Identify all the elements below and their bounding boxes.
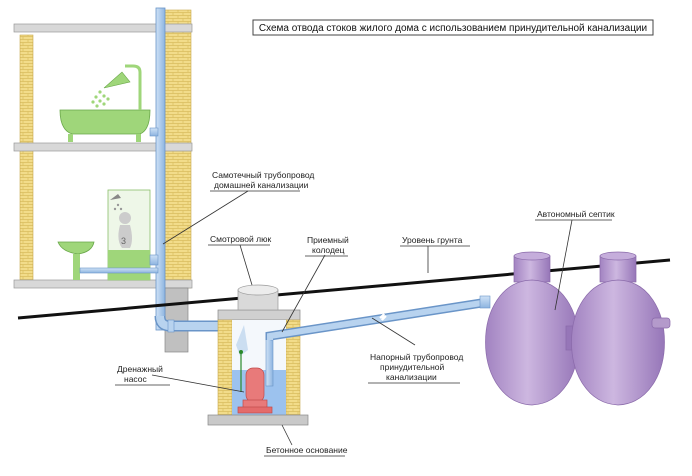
internal-pipes bbox=[79, 7, 166, 331]
label-drain-pump-line2: насос bbox=[124, 374, 147, 384]
label-ground-level: Уровень грунта bbox=[400, 235, 470, 247]
concrete-base bbox=[207, 414, 309, 426]
label-septic-text: Автономный септик bbox=[537, 209, 615, 219]
label-ground-level-text: Уровень грунта bbox=[402, 235, 463, 245]
septic-tank-left bbox=[485, 251, 579, 406]
diagram-title: Схема отвода стоков жилого дома с исполь… bbox=[252, 19, 654, 36]
floor-slab-lower bbox=[13, 279, 193, 289]
septic-tank-icon bbox=[485, 251, 671, 406]
label-gravity-pipe-line2: домашней канализации bbox=[214, 180, 309, 190]
leader-lines bbox=[151, 190, 573, 446]
svg-text:домашней канализации: домашней канализации bbox=[214, 180, 309, 190]
shower-cabin-icon: 3 bbox=[107, 189, 151, 281]
label-pressure-pipe-line3: канализации bbox=[386, 372, 437, 382]
label-pressure-pipe: Напорный трубопровод принудительной кана… bbox=[368, 352, 463, 384]
washbasin-icon bbox=[57, 241, 95, 280]
label-pressure-pipe-line2: принудительной bbox=[380, 362, 445, 372]
label-inspection-hatch: Смотровой люк bbox=[208, 234, 271, 246]
leader-pressure-pipe bbox=[371, 317, 416, 346]
label-receiving-well-line1: Приемный bbox=[307, 235, 349, 245]
pressure-pipe bbox=[265, 295, 491, 341]
septic-tank-right bbox=[571, 251, 671, 406]
left-brick-wall bbox=[19, 34, 34, 286]
label-drain-pump: Дренажный насос bbox=[115, 364, 170, 386]
vertical-riser-pipe bbox=[155, 7, 166, 331]
leader-base bbox=[281, 424, 293, 446]
label-inspection-hatch-text: Смотровой люк bbox=[210, 234, 271, 244]
drain-pump-icon bbox=[237, 335, 274, 414]
svg-text:3: 3 bbox=[121, 236, 126, 246]
label-septic: Автономный септик bbox=[535, 209, 615, 221]
label-receiving-well-line2: колодец bbox=[312, 245, 345, 255]
label-drain-pump-line1: Дренажный bbox=[117, 364, 163, 374]
label-concrete-base-text: Бетонное основание bbox=[266, 445, 348, 455]
leader-septic bbox=[554, 219, 573, 311]
title-text: Схема отвода стоков жилого дома с исполь… bbox=[259, 23, 647, 34]
roof-slab bbox=[13, 23, 193, 33]
house bbox=[13, 9, 193, 353]
bathtub-icon bbox=[59, 64, 151, 142]
label-gravity-pipe: Самотечный трубопровод домашней канализа… bbox=[210, 170, 314, 192]
label-concrete-base: Бетонное основание bbox=[264, 445, 348, 457]
well-cover-slab bbox=[217, 309, 301, 321]
leader-well bbox=[281, 254, 326, 333]
label-pressure-pipe-line1: Напорный трубопровод bbox=[370, 352, 463, 362]
ground-level-line bbox=[17, 258, 671, 320]
leader-gravity-pipe bbox=[162, 190, 249, 245]
label-receiving-well: Приемный колодец bbox=[305, 235, 349, 257]
floor-slab-upper bbox=[13, 142, 193, 152]
receiving-well bbox=[207, 284, 309, 426]
svg-text:Самотечный трубопровод: Самотечный трубопровод bbox=[212, 170, 314, 180]
leader-pump bbox=[151, 374, 245, 393]
shower-head-icon bbox=[91, 71, 131, 108]
label-gravity-pipe-line1: Самотечный трубопровод bbox=[212, 170, 314, 180]
leader-hatch bbox=[239, 244, 253, 286]
septic-outlet-pipe bbox=[651, 317, 671, 329]
gravity-pipe bbox=[154, 315, 240, 333]
inspection-hatch-icon bbox=[237, 284, 279, 311]
